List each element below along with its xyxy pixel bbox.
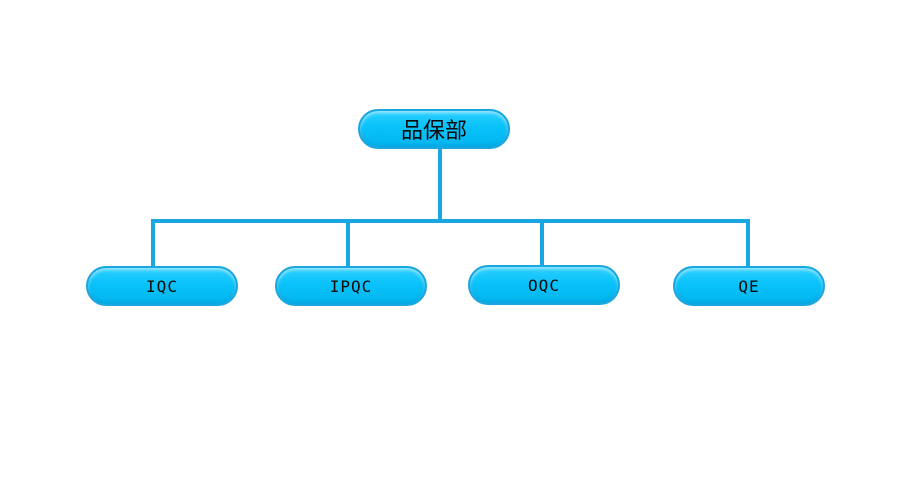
- org-node-label: QE: [738, 276, 760, 296]
- org-node-quality-dept: 品保部: [358, 109, 510, 149]
- org-node-label: OQC: [528, 275, 560, 295]
- org-node-qe: QE: [673, 266, 825, 306]
- org-node-oqc: OQC: [468, 265, 620, 305]
- org-node-iqc: IQC: [86, 266, 238, 306]
- org-node-label: 品保部: [400, 119, 467, 144]
- org-node-ipqc: IPQC: [275, 266, 427, 306]
- org-node-label: IPQC: [329, 276, 373, 296]
- org-node-label: IQC: [146, 276, 178, 296]
